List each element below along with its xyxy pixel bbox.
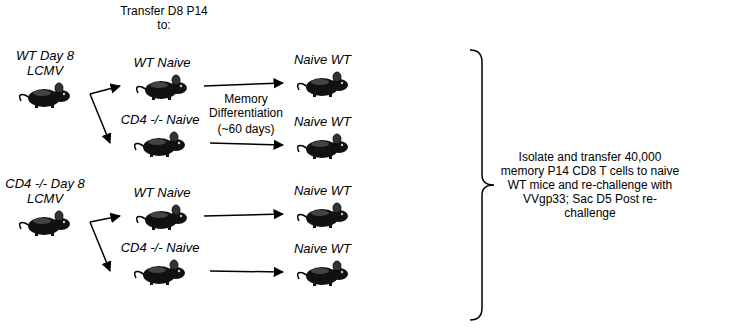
arrow-connector <box>204 83 283 86</box>
note-label: Isolate and transfer 40,000 memory P14 C… <box>500 150 680 220</box>
mouse-label: CD4 -/- Naive <box>112 112 208 127</box>
mouse-group: WT Day 8 LCMV <box>2 48 88 109</box>
mouse-icon <box>137 205 187 230</box>
mouse-icon <box>297 72 347 97</box>
mouse-icon <box>137 75 187 100</box>
mouse-group: CD4 -/- Day 8 LCMV <box>2 176 88 237</box>
note-label: Memory Differentiation <box>206 92 286 120</box>
mouse-icon <box>297 261 347 286</box>
mouse-group: Naive WT <box>285 241 360 287</box>
arrow-connector <box>90 94 110 143</box>
mouse-illustration <box>132 128 188 158</box>
mouse-group: CD4 -/- Naive <box>112 112 208 158</box>
mouse-label: WT Naive <box>122 185 202 200</box>
mouse-label: Naive WT <box>285 241 360 256</box>
mouse-group: Naive WT <box>285 114 360 160</box>
mouse-icon <box>20 211 70 236</box>
mouse-illustration <box>134 71 190 101</box>
mouse-group: Naive WT <box>285 52 360 98</box>
mouse-label: Naive WT <box>285 52 360 67</box>
mouse-illustration <box>295 130 351 160</box>
mouse-illustration <box>134 201 190 231</box>
mouse-icon <box>135 132 185 157</box>
mouse-group: Naive WT <box>285 183 360 229</box>
mouse-group: WT Naive <box>122 185 202 231</box>
mouse-label: Naive WT <box>285 183 360 198</box>
mouse-illustration <box>132 256 188 286</box>
mouse-icon <box>20 83 70 108</box>
note-label: Transfer D8 P14 to: <box>118 4 210 32</box>
mouse-icon <box>135 260 185 285</box>
curly-bracket <box>470 50 494 320</box>
mouse-label: WT Day 8 LCMV <box>2 48 88 78</box>
arrow-connector <box>90 86 120 94</box>
mouse-icon <box>297 134 347 159</box>
mouse-label: Naive WT <box>285 114 360 129</box>
mouse-illustration <box>295 68 351 98</box>
arrow-connector <box>204 214 283 216</box>
mouse-group: WT Naive <box>122 55 202 101</box>
arrow-connector <box>210 143 283 145</box>
mouse-label: WT Naive <box>122 55 202 70</box>
mouse-illustration <box>17 79 73 109</box>
mouse-label: CD4 -/- Day 8 LCMV <box>2 176 88 206</box>
mouse-label: CD4 -/- Naive <box>112 240 208 255</box>
mouse-group: CD4 -/- Naive <box>112 240 208 286</box>
note-label: (~60 days) <box>206 122 286 136</box>
mouse-illustration <box>17 207 73 237</box>
arrow-connector <box>90 216 120 222</box>
mouse-illustration <box>295 199 351 229</box>
mouse-illustration <box>295 257 351 287</box>
arrow-connector <box>90 222 110 271</box>
arrow-connector <box>210 271 283 272</box>
mouse-icon <box>297 203 347 228</box>
